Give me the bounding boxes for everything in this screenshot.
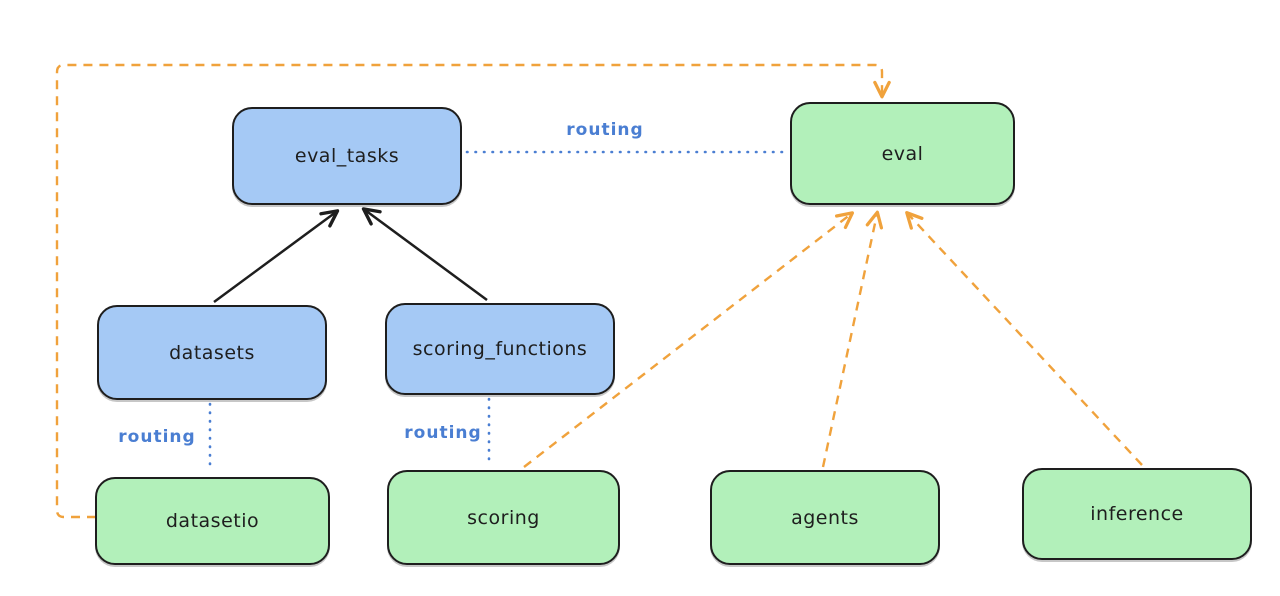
node-datasets: datasets xyxy=(97,305,327,400)
edge-datasets-to-eval-tasks xyxy=(213,209,340,304)
edge-label-routing-eval-tasks-eval: routing xyxy=(566,120,644,140)
node-eval-tasks: eval_tasks xyxy=(232,107,462,205)
node-inference: inference xyxy=(1022,468,1252,560)
node-eval: eval xyxy=(790,102,1015,205)
node-scoring: scoring xyxy=(387,470,620,565)
edge-inference-to-eval xyxy=(905,211,1143,466)
node-datasetio: datasetio xyxy=(95,477,330,565)
node-scoring-functions: scoring_functions xyxy=(385,303,615,395)
edge-scoring-to-eval xyxy=(523,211,855,468)
edge-agents-to-eval xyxy=(821,210,884,468)
node-agents: agents xyxy=(710,470,940,565)
edge-scoring-functions-to-eval-tasks xyxy=(361,207,488,302)
edge-datasetio-to-eval xyxy=(55,63,891,519)
edge-label-routing-scoring-functions-scoring: routing xyxy=(404,423,482,443)
edge-label-routing-datasets-datasetio: routing xyxy=(118,427,196,447)
